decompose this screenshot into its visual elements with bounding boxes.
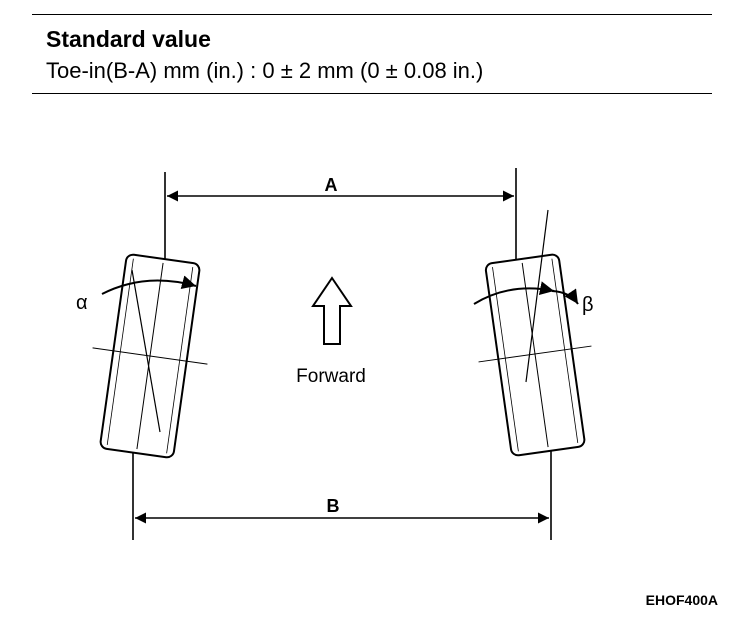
- right-wheel-center-line: [521, 262, 549, 448]
- dimension-b-label: B: [327, 496, 340, 516]
- right-wheel-tread-line: [492, 267, 519, 452]
- standard-value-heading: Standard value: [46, 26, 211, 52]
- toe-in-spec: Toe-in(B-A) mm (in.) : 0 ± 2 mm (0 ± 0.0…: [46, 58, 484, 83]
- bottom-rule: [32, 93, 712, 94]
- forward-arrow-icon: [311, 276, 353, 345]
- right-wheel-reference-line: [525, 209, 549, 383]
- alpha-label: α: [76, 292, 88, 314]
- top-rule: [32, 14, 712, 15]
- beta-label: β: [582, 294, 594, 316]
- beta-arrow-left: [473, 281, 555, 305]
- forward-label: Forward: [296, 366, 366, 387]
- right-wheel: [478, 253, 592, 457]
- dimension-a: A: [164, 168, 517, 268]
- right-wheel-axle-line: [478, 345, 592, 363]
- beta-arrow-right: [551, 288, 579, 305]
- figure-code: EHOF400A: [645, 592, 718, 608]
- alpha-arrow: [101, 275, 197, 295]
- dimension-a-label: A: [325, 175, 338, 195]
- left-wheel: [92, 253, 208, 459]
- left-wheel-axle-line: [92, 347, 208, 365]
- dimension-b: B: [132, 445, 552, 540]
- left-wheel-reference-line: [131, 269, 161, 433]
- right-wheel-tread-line: [551, 258, 579, 443]
